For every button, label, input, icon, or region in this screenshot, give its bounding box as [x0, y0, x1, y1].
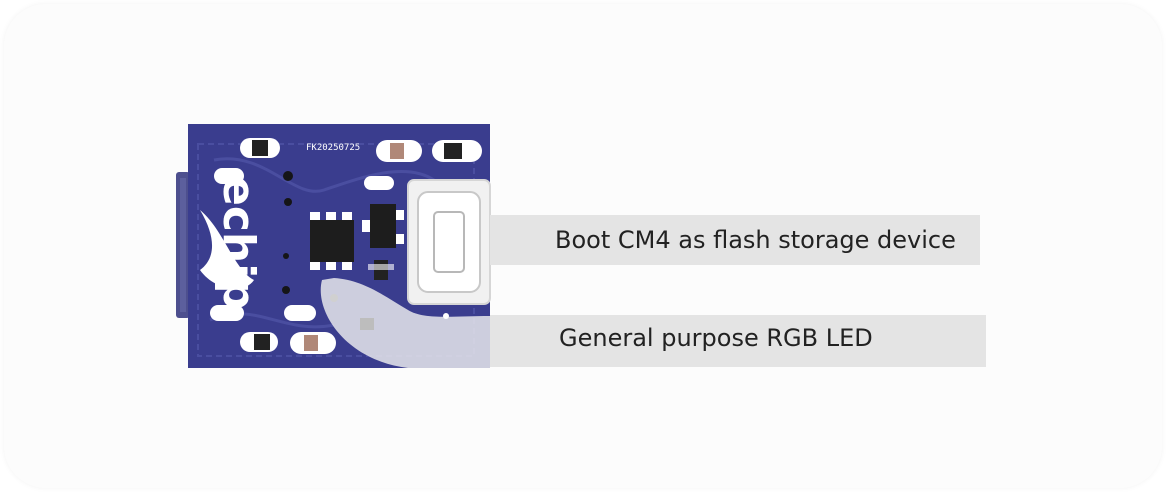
board-logo: echip	[213, 176, 264, 310]
callout-led-text: General purpose RGB LED	[559, 324, 873, 352]
callout-boot-button: Boot CM4 as flash storage device	[490, 215, 980, 265]
logo-bird-icon	[200, 210, 254, 289]
pcb-board: FK20250725 echip	[176, 124, 491, 368]
callout-rgb-led: General purpose RGB LED	[490, 315, 986, 367]
boot-button	[407, 179, 491, 305]
main-ic	[310, 220, 354, 262]
rgb-led	[320, 278, 490, 368]
callout-boot-text: Boot CM4 as flash storage device	[555, 226, 956, 254]
transistor	[370, 204, 396, 248]
board-serial: FK20250725	[306, 143, 360, 153]
